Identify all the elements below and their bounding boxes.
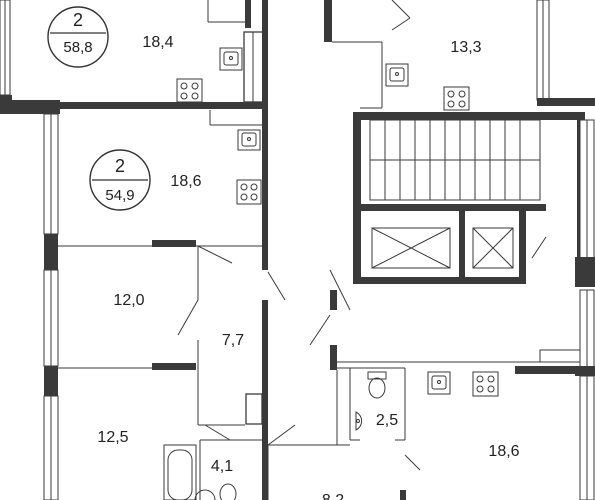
room-area-label: 13,3	[450, 39, 481, 56]
corridor	[262, 0, 382, 370]
room-area-label: 12,0	[113, 292, 144, 309]
badge-area: 58,8	[63, 39, 92, 56]
stair-core	[353, 112, 585, 284]
room-area-label: 12,5	[97, 429, 128, 446]
room-area-label: 18,6	[488, 443, 519, 460]
apartment-top-right	[360, 0, 595, 111]
apartment-left	[58, 110, 268, 500]
room-area-label: 18,4	[142, 34, 173, 51]
room-area-label: 4,1	[211, 458, 233, 475]
badge-rooms: 2	[115, 156, 125, 176]
badge-area: 54,9	[105, 187, 134, 204]
apartment-top-left	[58, 0, 268, 109]
room-area-label: 8,2	[322, 492, 344, 500]
badge-rooms: 2	[73, 10, 83, 30]
room-area-label: 2,5	[376, 412, 398, 429]
apartment-badge-left[interactable]: 2 54,9	[89, 149, 151, 211]
left-facade	[0, 0, 60, 500]
right-facade	[575, 119, 595, 500]
apartment-badge-top[interactable]: 2 58,8	[47, 6, 109, 68]
room-area-label: 7,7	[222, 332, 244, 349]
apartment-bottom-right	[267, 349, 581, 500]
room-area-label: 18,6	[170, 173, 201, 190]
